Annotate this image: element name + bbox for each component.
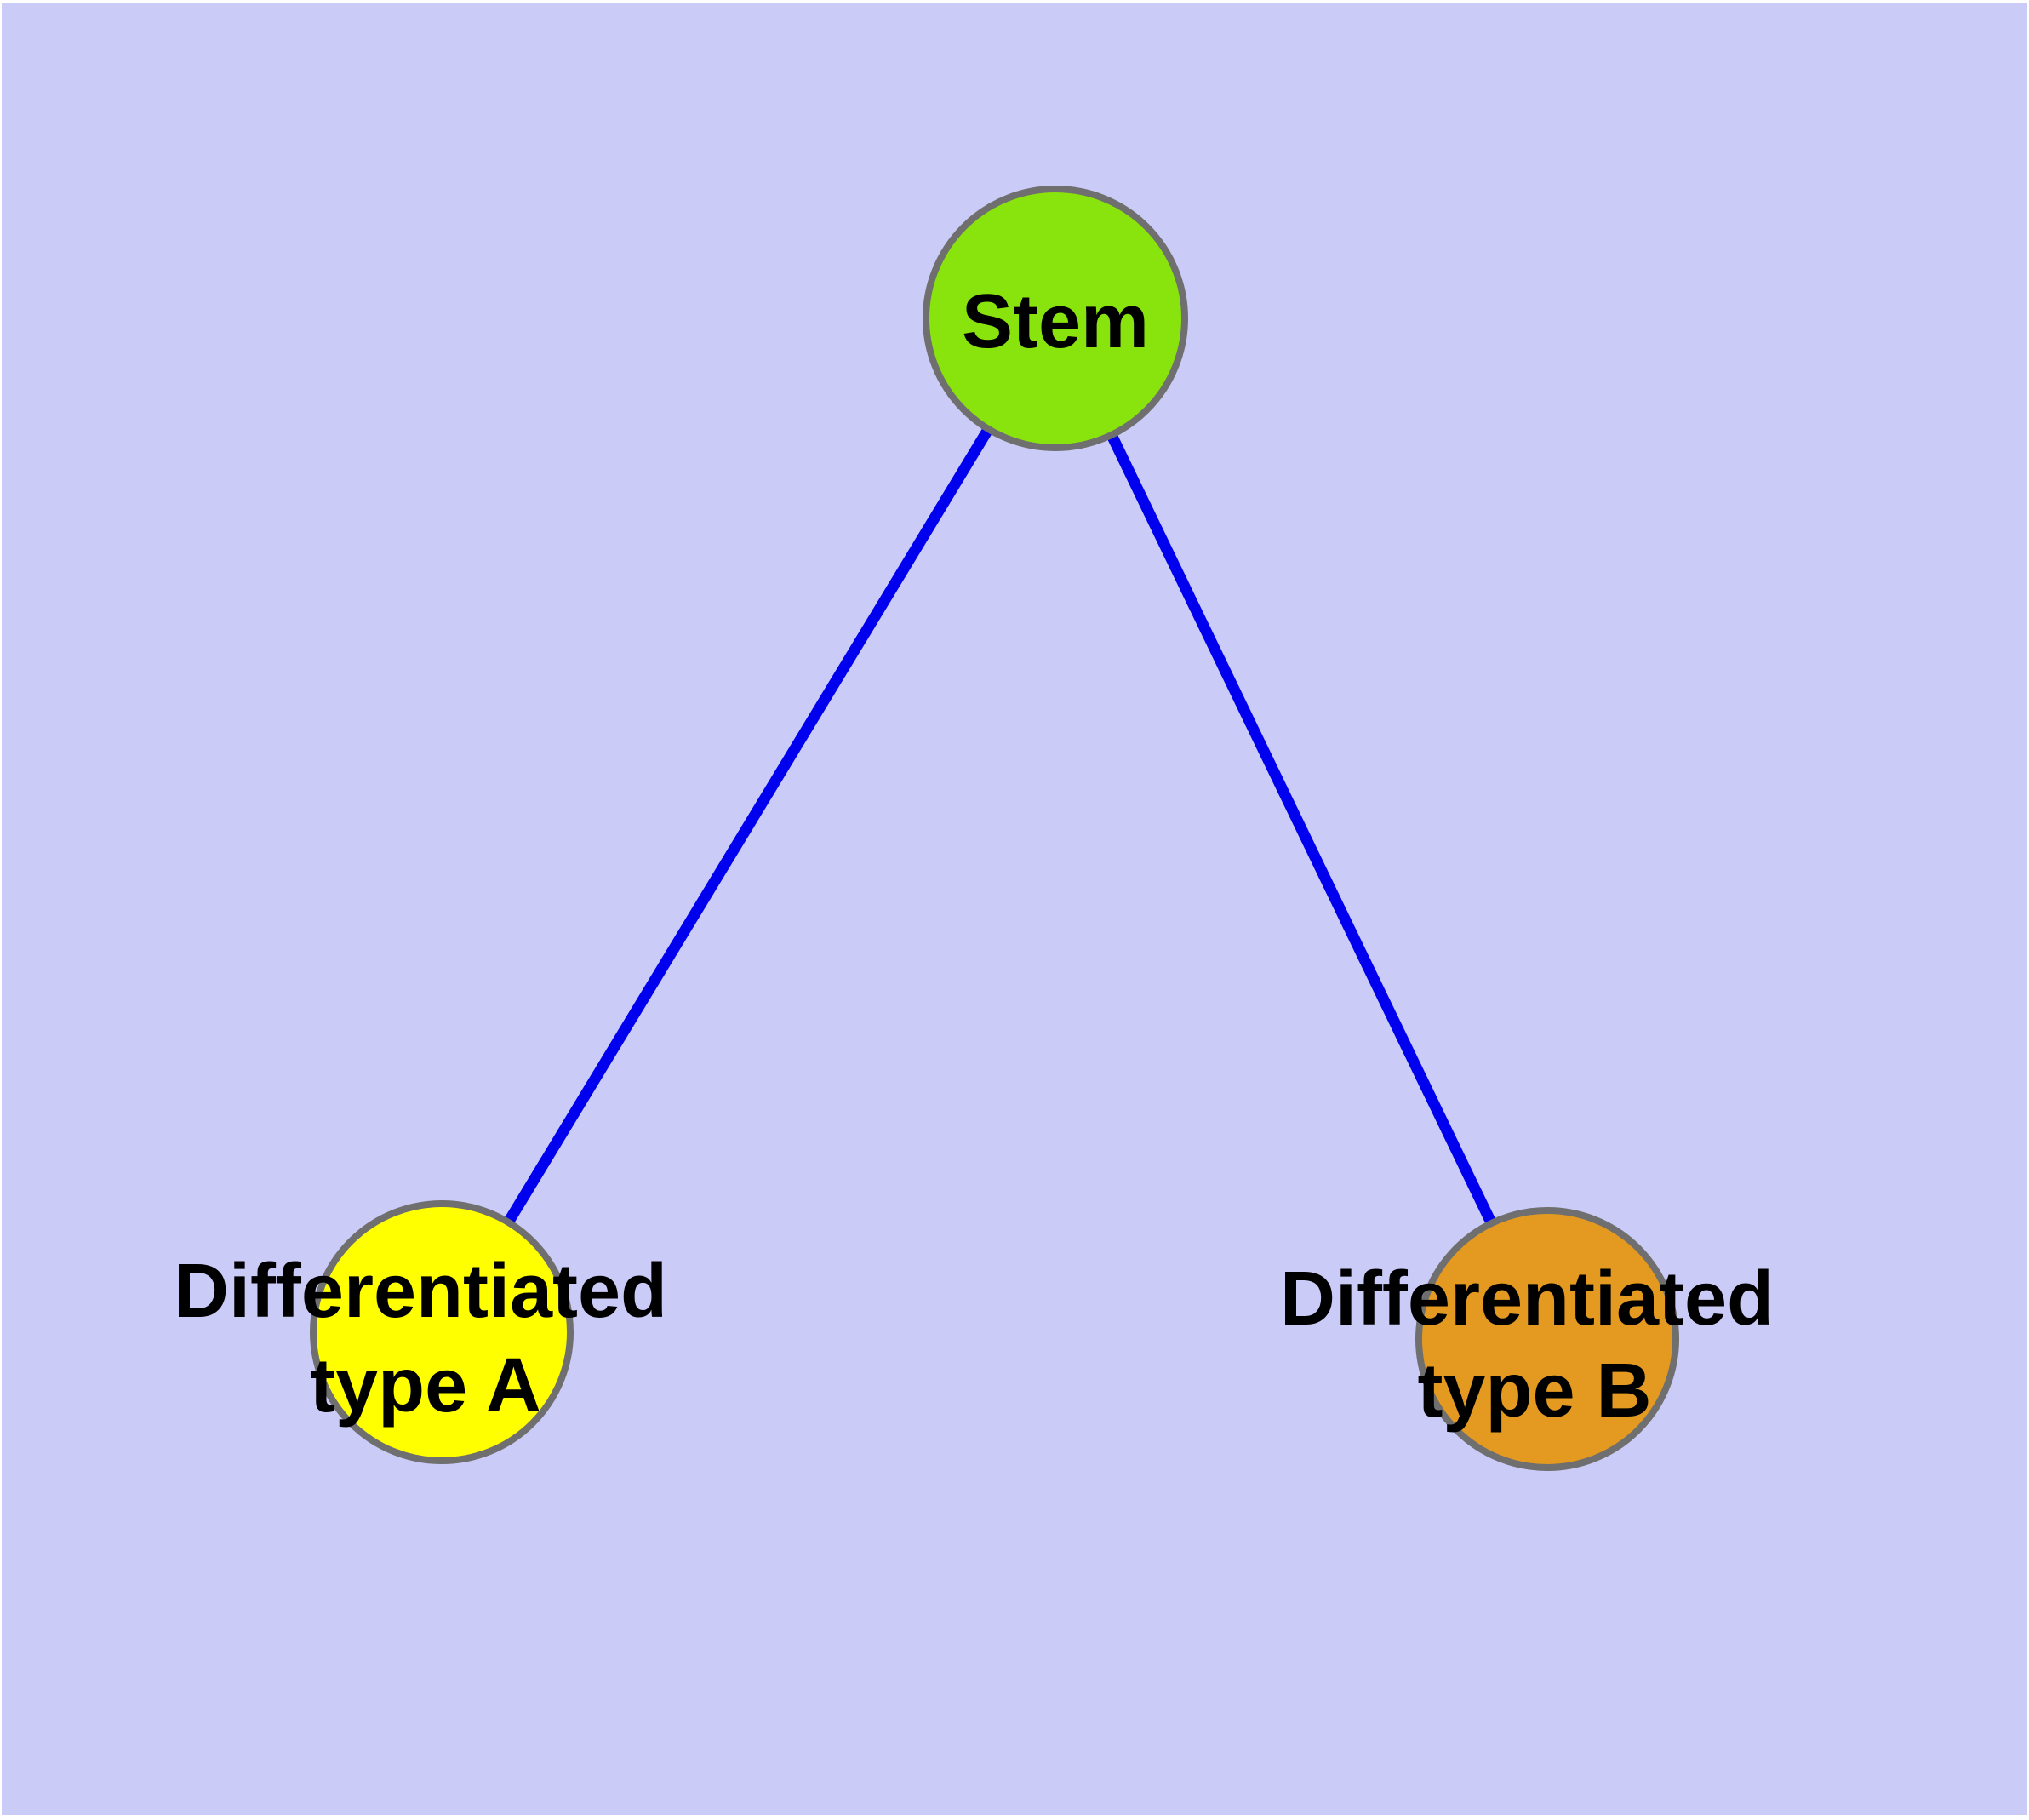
node-type-b-label-line2: type B [1417,1348,1651,1434]
edge-stem-to-type-b [1050,316,1552,1342]
edge-stem-to-type-a [437,315,1060,1336]
node-stem-circle [923,186,1188,451]
node-type-b-label-line1: Differentiated [1280,1256,1774,1342]
node-type-a-label-line1: Differentiated [174,1249,667,1334]
node-type-b-circle [1415,1207,1679,1471]
node-type-a-circle [310,1200,574,1464]
node-stem-label: Stem [962,279,1149,364]
node-type-a-label-line2: type A [310,1343,541,1428]
